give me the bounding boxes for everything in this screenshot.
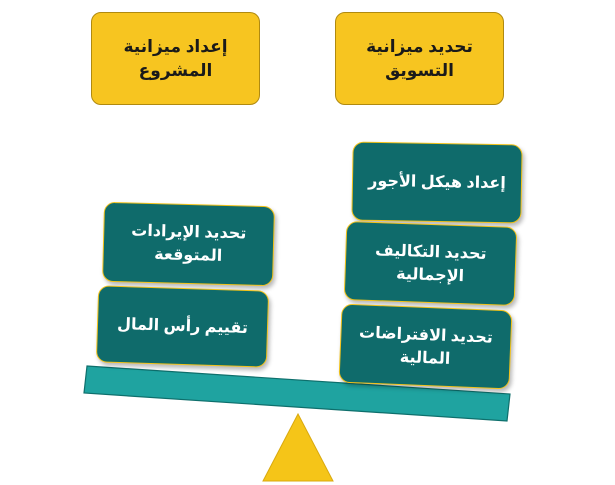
block-financial-assumptions: تحديد الافتراضات المالية bbox=[338, 303, 513, 390]
fulcrum-triangle bbox=[262, 412, 334, 482]
block-wage-structure-label: إعداد هيكل الأجور bbox=[368, 172, 506, 193]
header-marketing-budget-label: تحديد ميزانية التسويق bbox=[366, 36, 473, 80]
block-expected-revenue-label: تحديد الإيرادات المتوقعة bbox=[131, 222, 247, 265]
header-project-budget-label: إعداد ميزانية المشروع bbox=[123, 36, 228, 80]
block-capital-evaluation-label: تقييم رأس المال bbox=[116, 315, 249, 338]
header-marketing-budget: تحديد ميزانية التسويق bbox=[335, 12, 504, 105]
balance-beam bbox=[83, 365, 511, 422]
header-project-budget: إعداد ميزانية المشروع bbox=[91, 12, 260, 105]
block-wage-structure: إعداد هيكل الأجور bbox=[351, 141, 523, 224]
block-total-costs-label: تحديد التكاليف الإجمالية bbox=[374, 241, 487, 285]
block-expected-revenue: تحديد الإيرادات المتوقعة bbox=[101, 201, 276, 287]
block-financial-assumptions-label: تحديد الافتراضات المالية bbox=[358, 323, 494, 368]
block-capital-evaluation: تقييم رأس المال bbox=[95, 285, 270, 368]
block-total-costs: تحديد التكاليف الإجمالية bbox=[343, 221, 518, 306]
